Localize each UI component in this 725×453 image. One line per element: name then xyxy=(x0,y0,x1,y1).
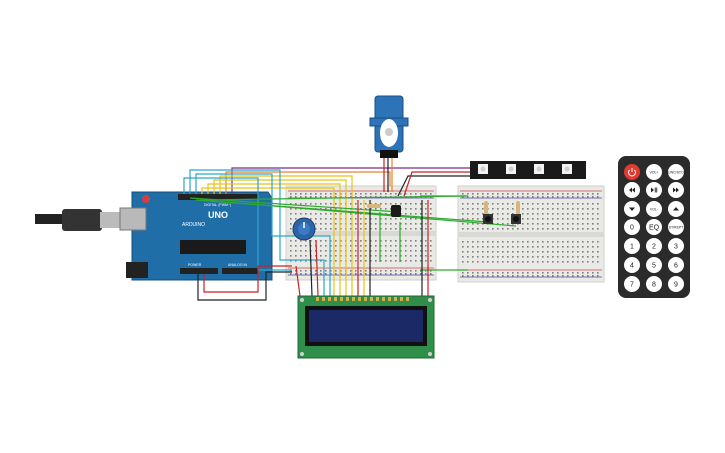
remote-button-label: FUNC/STOP xyxy=(666,171,687,175)
down-icon xyxy=(629,207,635,211)
up-icon xyxy=(673,207,679,211)
digital-header-label: DIGITAL (PWM~) xyxy=(204,203,231,207)
rewind-icon xyxy=(629,187,635,193)
ir-receiver xyxy=(391,205,401,217)
remote-button-func-stop[interactable]: FUNC/STOP xyxy=(666,164,687,180)
servo-motor xyxy=(369,95,409,158)
remote-button-label: 7 xyxy=(630,282,634,289)
remote-button-2[interactable]: 2 xyxy=(646,238,662,254)
remote-button-play-pause[interactable] xyxy=(646,182,662,198)
analog-header xyxy=(222,268,258,274)
remote-button-vol-[interactable]: VOL+ xyxy=(646,164,662,180)
remote-button-9[interactable]: 9 xyxy=(668,276,684,292)
digital-header xyxy=(178,194,258,200)
remote-button-label: 9 xyxy=(674,282,678,289)
remote-button-label: ST/REPT xyxy=(669,226,685,230)
remote-button-vol-[interactable]: VOL- xyxy=(646,201,662,217)
resistors xyxy=(367,201,520,215)
remote-button-label: 3 xyxy=(674,244,678,251)
remote-button-label: 8 xyxy=(652,282,656,289)
remote-button-4[interactable]: 4 xyxy=(624,257,640,273)
remote-button-st-rept[interactable]: ST/REPT xyxy=(668,219,684,235)
power-icon xyxy=(628,168,636,177)
remote-button-label: 0 xyxy=(630,225,634,232)
remote-button-rewind[interactable] xyxy=(624,182,640,198)
power-header-label: POWER xyxy=(188,263,202,267)
ir-remote: VOL+ FUNC/STOP VOL- 0 EQ ST/REPT 1 2 3 4 5 6 7 8 9 xyxy=(618,156,690,298)
remote-button-7[interactable]: 7 xyxy=(624,276,640,292)
breadboard-secondary xyxy=(457,185,605,283)
remote-button-eq[interactable]: EQ xyxy=(646,219,662,235)
remote-button-power[interactable] xyxy=(624,164,640,180)
remote-button-5[interactable]: 5 xyxy=(646,257,662,273)
play-pause-icon xyxy=(651,187,658,193)
reset-button[interactable] xyxy=(142,195,150,203)
arduino-uno-board: UNO ARDUINO DIGITAL (PWM~) POWER ANALOG … xyxy=(119,191,273,281)
remote-button-fast-forward[interactable] xyxy=(668,182,684,198)
remote-button-label: 1 xyxy=(630,244,634,251)
remote-button-3[interactable]: 3 xyxy=(668,238,684,254)
lcd-display xyxy=(297,295,435,359)
fast-forward-icon xyxy=(673,187,679,193)
potentiometer[interactable] xyxy=(292,217,316,241)
power-header xyxy=(180,268,218,274)
remote-button-label: 4 xyxy=(630,263,634,270)
remote-button-0[interactable]: 0 xyxy=(624,219,640,235)
arduino-brand: ARDUINO xyxy=(182,222,205,228)
atmega-chip xyxy=(180,240,246,254)
remote-button-label: EQ xyxy=(649,225,660,232)
pushbuttons[interactable] xyxy=(483,214,521,224)
remote-button-1[interactable]: 1 xyxy=(624,238,640,254)
remote-button-down[interactable] xyxy=(624,201,640,217)
remote-button-label: 2 xyxy=(652,244,656,251)
remote-button-8[interactable]: 8 xyxy=(646,276,662,292)
remote-button-up[interactable] xyxy=(668,201,684,217)
usb-cable xyxy=(35,209,124,231)
remote-button-label: VOL- xyxy=(650,208,659,212)
neopixel-strip xyxy=(470,161,586,179)
remote-button-label: 5 xyxy=(652,263,656,270)
remote-button-label: 6 xyxy=(674,263,678,270)
remote-button-label: VOL+ xyxy=(649,171,658,175)
analog-header-label: ANALOG IN xyxy=(228,263,248,267)
uno-logo: UNO xyxy=(208,210,228,220)
remote-button-6[interactable]: 6 xyxy=(668,257,684,273)
